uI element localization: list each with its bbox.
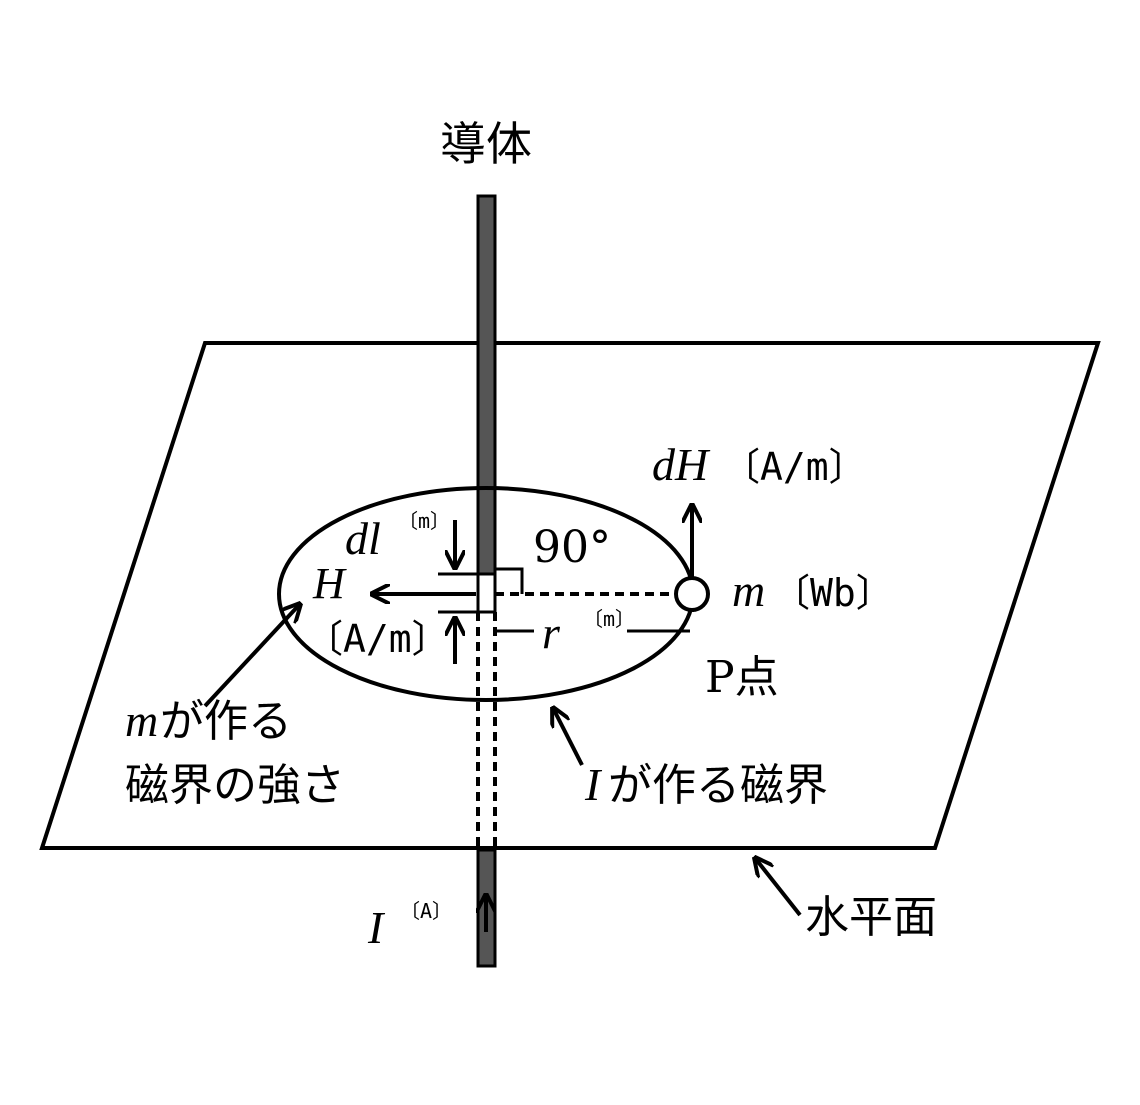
dl-label: dl bbox=[345, 513, 381, 564]
dl-element bbox=[476, 572, 497, 614]
m-unit-label: 〔Wb〕 bbox=[772, 571, 894, 615]
right-angle-mark bbox=[495, 567, 524, 594]
r-unit-label: 〔m〕 bbox=[583, 607, 635, 631]
angle-label: 90° bbox=[533, 522, 611, 573]
m-field-line1: が作る bbox=[160, 696, 292, 747]
m-field-pointer-arrow bbox=[203, 604, 300, 708]
h-label: H bbox=[312, 559, 347, 608]
plane-label: 水平面 bbox=[805, 892, 937, 943]
point-p-label: P点 bbox=[705, 652, 779, 703]
dh-unit-label: 〔A/m〕 bbox=[722, 445, 867, 489]
m-field-line2: 磁界の強さ bbox=[125, 760, 345, 811]
point-p-marker bbox=[674, 576, 710, 612]
conductor-upper bbox=[476, 194, 497, 576]
h-unit-label: 〔A/m〕 bbox=[305, 617, 450, 661]
dl-unit-label: 〔m〕 bbox=[398, 509, 450, 533]
i-field-var: I bbox=[584, 759, 603, 810]
m-label: m bbox=[732, 565, 765, 616]
m-field-var: m bbox=[125, 695, 158, 746]
conductor-label: 導体 bbox=[440, 117, 532, 171]
plane-pointer-arrow bbox=[755, 858, 802, 917]
current-label: I bbox=[367, 902, 386, 953]
i-field-pointer-arrow bbox=[553, 708, 584, 766]
i-field-text: が作る磁界 bbox=[608, 760, 828, 811]
r-label: r bbox=[542, 607, 561, 658]
current-unit-label: 〔A〕 bbox=[400, 899, 452, 923]
dh-label: dH bbox=[652, 439, 711, 490]
